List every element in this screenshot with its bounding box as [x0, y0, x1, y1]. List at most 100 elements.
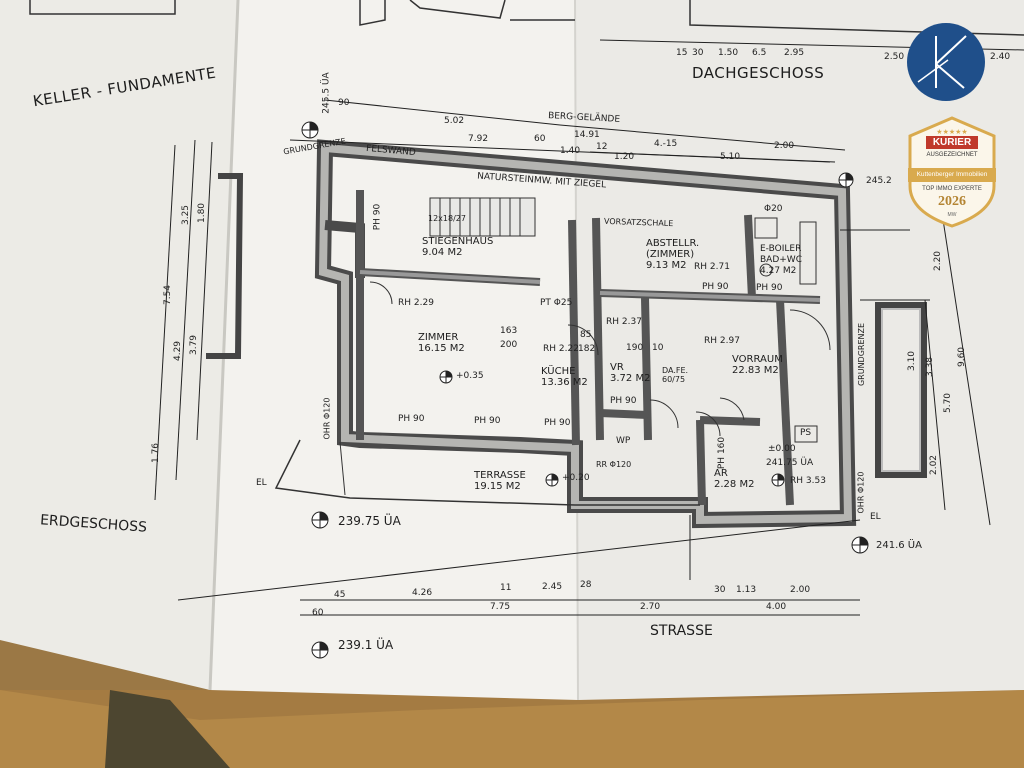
- pt-label: PT Φ25: [540, 298, 573, 308]
- dim-200: 2.00: [774, 141, 795, 151]
- dim-245: 2.45: [542, 582, 563, 592]
- dim-190: 190: [626, 343, 644, 353]
- level-bottom: 239.1 ÜA: [338, 638, 394, 652]
- level-top: 245.5 ÜA: [321, 72, 332, 114]
- el-left: EL: [256, 478, 267, 488]
- ph-stiegenhaus: PH 90: [372, 203, 383, 231]
- paper-middle-panel: [210, 0, 578, 700]
- dim-60b: 60: [312, 608, 324, 618]
- dim-45: 45: [334, 590, 346, 600]
- level-vorraum: 241.75 ÜA: [766, 458, 814, 468]
- dim-200b: 200: [500, 340, 518, 350]
- dim-426: 4.26: [412, 588, 433, 598]
- floor-plan: [206, 139, 927, 529]
- rh-vr: RH 2.37: [606, 317, 642, 327]
- dim-570: 5.70: [943, 392, 954, 414]
- ph-ar: PH 160: [717, 436, 728, 470]
- badge-award: TOP IMMO EXPERTE: [922, 186, 982, 192]
- dimension-lines: [154, 39, 1024, 616]
- ph-zimmer-2: PH 90: [474, 416, 501, 426]
- stairs-label: 12x18/27: [428, 214, 466, 223]
- ohr-right: OHR Φ120: [856, 471, 866, 514]
- badge-company: Kuttenberger Immobilien: [916, 171, 988, 178]
- dachgeschoss-title: DACHGESCHOSS: [692, 64, 825, 82]
- dim-310: 3.10: [907, 350, 918, 372]
- award-badge: ★★★★★ KURIER AUSGEZEICHNET Kuttenberger …: [904, 116, 1000, 228]
- phi20-label: Φ20: [764, 204, 783, 214]
- dim-429: 4.29: [173, 340, 184, 362]
- dim-415: 4.-15: [654, 139, 678, 149]
- badge-footer: MW: [947, 212, 957, 218]
- dim-top-30: 30: [692, 48, 704, 58]
- dim-140: 1.40: [560, 146, 581, 156]
- dim-325: 3.25: [181, 204, 192, 226]
- dim-754: 7.54: [163, 284, 174, 306]
- level-right: 245.2: [866, 176, 892, 186]
- dim-top-250: 2.50: [884, 52, 905, 62]
- dim-502: 5.02: [444, 116, 465, 126]
- dim-220: 2.20: [933, 250, 944, 272]
- dim-200c: 2.00: [790, 585, 811, 595]
- dim-top-15: 15: [676, 48, 688, 58]
- rh-zimmer: RH 2.29: [398, 298, 434, 308]
- dim-182: 182: [578, 344, 596, 354]
- rh-kueche: RH 2.22: [543, 344, 579, 354]
- rh-vorraum: RH 2.97: [704, 336, 740, 346]
- rh-abstellr: RH 2.71: [694, 262, 730, 272]
- dafe-label: DA.FE. 60/75: [662, 366, 689, 384]
- rh-353: RH 3.53: [790, 476, 826, 486]
- wp-label: WP: [616, 436, 631, 446]
- paper-left-panel: [0, 0, 238, 690]
- dim-12: 12: [596, 142, 608, 152]
- ph-abstellr: PH 90: [702, 282, 729, 292]
- dim-792: 7.92: [468, 134, 489, 144]
- level-right-bottom: 241.6 ÜA: [876, 540, 922, 551]
- dim-379: 3.79: [189, 334, 200, 356]
- badge-brand: KURIER: [932, 137, 972, 148]
- dim-510: 5.10: [720, 152, 741, 162]
- dim-120: 1.20: [614, 152, 635, 162]
- dim-top-150: 1.50: [718, 48, 739, 58]
- badge-sub: AUSGEZEICHNET: [926, 152, 978, 158]
- level-terrasse: +0.20: [562, 473, 590, 483]
- dim-113: 1.13: [736, 585, 757, 595]
- grundgrenze-right: GRUNDGRENZE: [857, 322, 867, 387]
- dim-10: 10: [652, 343, 664, 353]
- dim-85: 85: [580, 330, 592, 340]
- dim-top-240: 2.40: [990, 52, 1011, 62]
- level-vorraum-zero: ±0.00: [768, 444, 796, 454]
- brand-logo: [907, 23, 985, 101]
- dim-1491: 14.91: [574, 130, 600, 140]
- dim-960: 9.60: [957, 346, 968, 368]
- el-right: EL: [870, 512, 881, 522]
- badge-year: 2026: [938, 194, 966, 209]
- dim-202: 2.02: [929, 454, 940, 476]
- dim-11: 11: [500, 583, 512, 593]
- dim-top-65: 6.5: [752, 48, 767, 58]
- dim-60: 60: [534, 134, 546, 144]
- dim-top-295: 2.95: [784, 48, 805, 58]
- dim-30: 30: [714, 585, 726, 595]
- level-markers: [301, 121, 869, 659]
- room-abstellr: ABSTELLR. (ZIMMER)9.13 M2: [646, 238, 700, 271]
- dim-180: 1.80: [197, 202, 208, 224]
- dark-object: [105, 690, 230, 768]
- ph-zimmer-1: PH 90: [398, 414, 425, 424]
- strasse-label: STRASSE: [650, 623, 713, 639]
- dim-338: 3.38: [925, 356, 936, 378]
- ps-label: PS: [800, 428, 812, 438]
- dim-270: 2.70: [640, 602, 661, 612]
- level-left-bottom: 239.75 ÜA: [338, 514, 401, 528]
- dim-775: 7.75: [490, 602, 511, 612]
- dim-28: 28: [580, 580, 592, 590]
- dim-176: 1.76: [151, 442, 162, 464]
